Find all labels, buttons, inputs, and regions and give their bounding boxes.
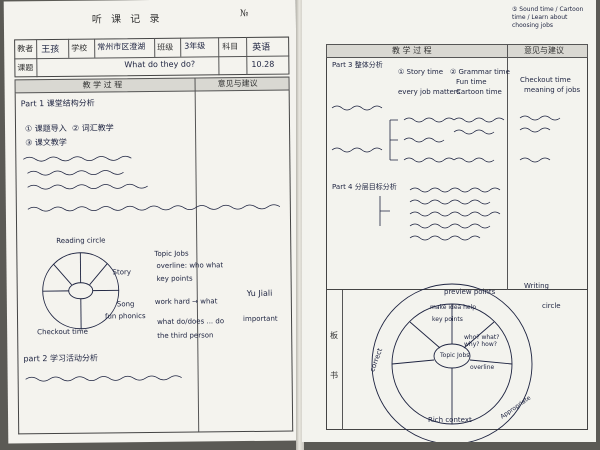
corner-note: ⑤ Sound time / Cartoon time / Learn abou… — [512, 6, 584, 29]
topic-label: 课题 — [17, 63, 34, 73]
note-important: important — [242, 314, 278, 324]
note-vocab: ② 词汇教学 — [71, 123, 114, 133]
note-fun-phonics: fun phonics — [104, 312, 146, 321]
board-section — [326, 290, 588, 430]
header-number: № — [239, 8, 249, 20]
note-part3: Part 3 整体分析 — [332, 61, 383, 69]
process-header-right — [326, 44, 588, 58]
left-page: 听 课 记 录 № 教者 王孩 学校 常州市区澄湖 班级 3年级 科目 英语 课… — [3, 0, 301, 444]
right-scribbles — [331, 105, 561, 241]
note-wh: who? what? why? how? — [464, 334, 500, 348]
reading-circle-diagram — [42, 252, 120, 330]
class-label: 班级 — [157, 42, 174, 52]
note-checkout: Checkout time — [37, 327, 88, 337]
note-story-time: ① Story time — [398, 68, 444, 76]
note-song: Song — [116, 300, 135, 309]
note-writing: Writing — [524, 282, 549, 290]
note-topic-jobs: Topic Jobs — [154, 249, 189, 258]
note-reading-circle: Reading circle — [56, 236, 106, 246]
col-process: 教 学 过 程 — [82, 80, 123, 90]
note-topic-jobs-right: Topic Jobs — [440, 352, 470, 359]
note-grammar-time: ② Grammar time — [450, 68, 510, 76]
board-label-bottom: 书 — [330, 371, 338, 380]
class-value: 3年级 — [184, 41, 206, 51]
part2-scribble — [25, 375, 182, 382]
note-work-hard: work hard → what — [154, 297, 218, 306]
note-key-points-right: key points — [432, 316, 463, 323]
note-fun-time: Fun time — [456, 78, 487, 86]
subject-label: 科目 — [222, 42, 239, 52]
header-title: 听 课 记 录 — [91, 13, 163, 26]
col-advice: 意见与建议 — [217, 78, 258, 89]
teacher-value: 王孩 — [41, 44, 60, 56]
note-part1: Part 1 课堂结构分析 — [20, 98, 95, 109]
school-value: 常州市区澄湖 — [97, 42, 146, 52]
note-every-job: every job matters — [398, 88, 461, 96]
board-circle-diagram — [371, 283, 533, 442]
note-text: ③ 课文教学 — [25, 137, 67, 148]
note-what-do: what do/does ... do — [157, 317, 225, 326]
school-label: 学校 — [71, 43, 88, 53]
col-process-right: 教 学 过 程 — [392, 46, 432, 55]
note-yu-jiali: Yu Jiali — [246, 288, 273, 299]
subject-value: 英语 — [252, 42, 271, 53]
note-circle: circle — [542, 302, 561, 310]
note-story: Story — [112, 268, 132, 277]
date-value: 10.28 — [251, 59, 275, 69]
right-page: ⑤ Sound time / Cartoon time / Learn abou… — [302, 0, 596, 442]
note-part2: part 2 学习活动分析 — [23, 353, 99, 364]
col-advice-right: 意见与建议 — [524, 46, 564, 55]
note-rich-context: Rich context — [428, 416, 472, 424]
note-part4: Part 4 分层目标分析 — [332, 183, 397, 191]
topic-value: What do they do? — [124, 59, 196, 70]
note-checkout-right: Checkout time — [520, 76, 571, 84]
note-overline-right: overline — [470, 364, 495, 371]
note-intro: ① 课题导入 — [24, 123, 67, 134]
note-cartoon-time: Cartoon time — [456, 88, 502, 96]
notebook-spine — [296, 0, 304, 450]
note-meaning-jobs: meaning of jobs — [524, 86, 581, 94]
note-overline: overline: who what — [156, 261, 224, 270]
board-label-top: 板 — [330, 331, 338, 340]
note-preview: preview points — [444, 288, 496, 296]
process-body-right — [326, 58, 588, 290]
note-key-points: key points — [156, 274, 193, 283]
note-third-person: the third person — [157, 331, 214, 340]
handwriting-scribbles — [23, 155, 281, 212]
note-make-idea: make idea help — [430, 304, 477, 311]
teacher-label: 教者 — [17, 44, 34, 54]
